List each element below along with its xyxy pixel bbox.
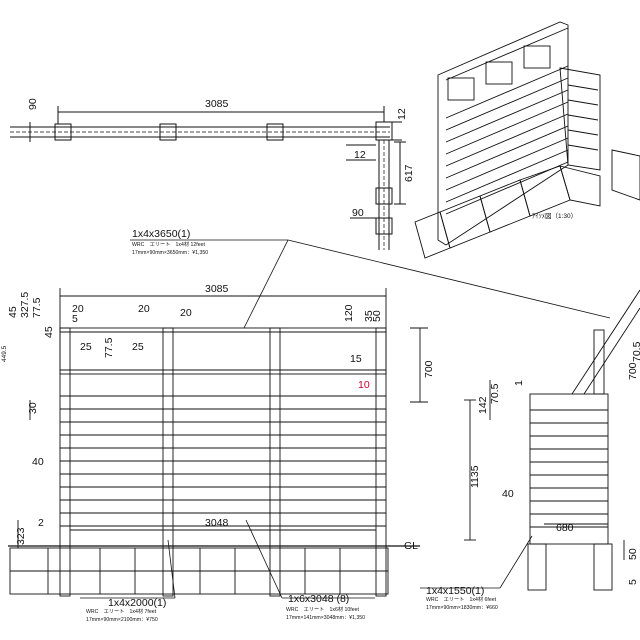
- front-dim-15: 15: [350, 353, 362, 365]
- front-board-length-label: 3048: [205, 517, 229, 529]
- side-dim-70-5-top: 70.5: [631, 341, 640, 362]
- ground-line-label: GL: [404, 540, 418, 552]
- side-dim-700: 700: [627, 362, 639, 380]
- front-dim-45: 45: [7, 306, 19, 318]
- front-dim-700: 700: [423, 360, 435, 378]
- perspective-view: [414, 21, 640, 259]
- front-dim-35: 35: [363, 310, 375, 322]
- front-dim-40: 40: [32, 456, 44, 468]
- top-rail-callout: [130, 239, 611, 329]
- plan-view: [10, 106, 406, 250]
- front-dim-45-b: 45: [43, 326, 55, 338]
- side-post-callout-size: 1x4x1550(1): [426, 585, 484, 597]
- front-dim-5: 5: [72, 313, 78, 325]
- front-dim-20-a: 20: [72, 303, 84, 315]
- post-callout-size: 1x4x2000(1): [108, 597, 166, 609]
- bottom-callout-leaders: [80, 519, 533, 599]
- perspective-caption: ｱｲｿﾒ図（1:30）: [532, 212, 577, 220]
- front-width-label: 3085: [205, 283, 229, 295]
- front-dim-323: 323: [15, 527, 27, 545]
- front-dim-20-c: 20: [180, 307, 192, 319]
- post-callout-material: WRC エリート 1x4材 7feet: [86, 607, 157, 615]
- plan-12-top-label: 12: [396, 108, 408, 120]
- side-dim-40: 40: [502, 488, 514, 500]
- side-dim-50: 50: [627, 548, 639, 560]
- top-rail-spec: 17mm×90mm×3650mm：¥1,350: [132, 250, 208, 256]
- post-callout-spec: 17mm×90mm×2100mm：¥750: [86, 617, 158, 623]
- side-dim-5: 5: [627, 579, 639, 585]
- front-dim-77-5-center: 77.5: [103, 337, 115, 358]
- board-callout-spec: 17mm×141mm×3048mm：¥1,350: [286, 615, 365, 621]
- plan-depth-label: 90: [27, 98, 39, 110]
- side-dim-1135: 1135: [469, 465, 481, 488]
- board-callout-size: 1x6x3048 (8): [288, 593, 349, 605]
- top-rail-size: 1x4x3650(1): [132, 228, 190, 240]
- front-elevation: [8, 288, 428, 597]
- side-post-callout-spec: 17mm×90mm×1830mm：¥660: [426, 605, 498, 611]
- front-dim-77-5: 77.5: [31, 297, 43, 318]
- front-dim-449-5: 449.5: [1, 345, 8, 362]
- front-dim-25-b: 25: [132, 341, 144, 353]
- top-rail-material: WRC エリート 1x4材 12feet: [132, 240, 205, 248]
- front-dim-25-a: 25: [80, 341, 92, 353]
- plan-617-label: 617: [403, 164, 415, 182]
- board-callout-material: WRC エリート 1x6材 10feet: [286, 605, 359, 613]
- front-dim-2: 2: [38, 517, 44, 529]
- plan-width-label: 3085: [205, 98, 229, 110]
- front-dim-50: 50: [371, 310, 383, 322]
- plan-12-side-label: 12: [354, 149, 366, 161]
- side-elevation: [464, 289, 640, 591]
- front-dim-20-b: 20: [138, 303, 150, 315]
- side-dim-680: 680: [556, 522, 574, 534]
- side-dim-70-5: 70.5: [489, 383, 501, 404]
- side-dim-1: 1: [513, 380, 525, 386]
- side-dim-142: 142: [477, 396, 489, 414]
- plan-90-side-label: 90: [352, 207, 364, 219]
- front-dim-30: 30: [27, 402, 39, 414]
- front-dim-10: 10: [358, 379, 370, 391]
- front-dim-327-5: 327.5: [19, 292, 31, 318]
- front-dim-120: 120: [343, 304, 355, 322]
- side-post-callout-material: WRC エリート 1x4材 6feet: [426, 595, 497, 603]
